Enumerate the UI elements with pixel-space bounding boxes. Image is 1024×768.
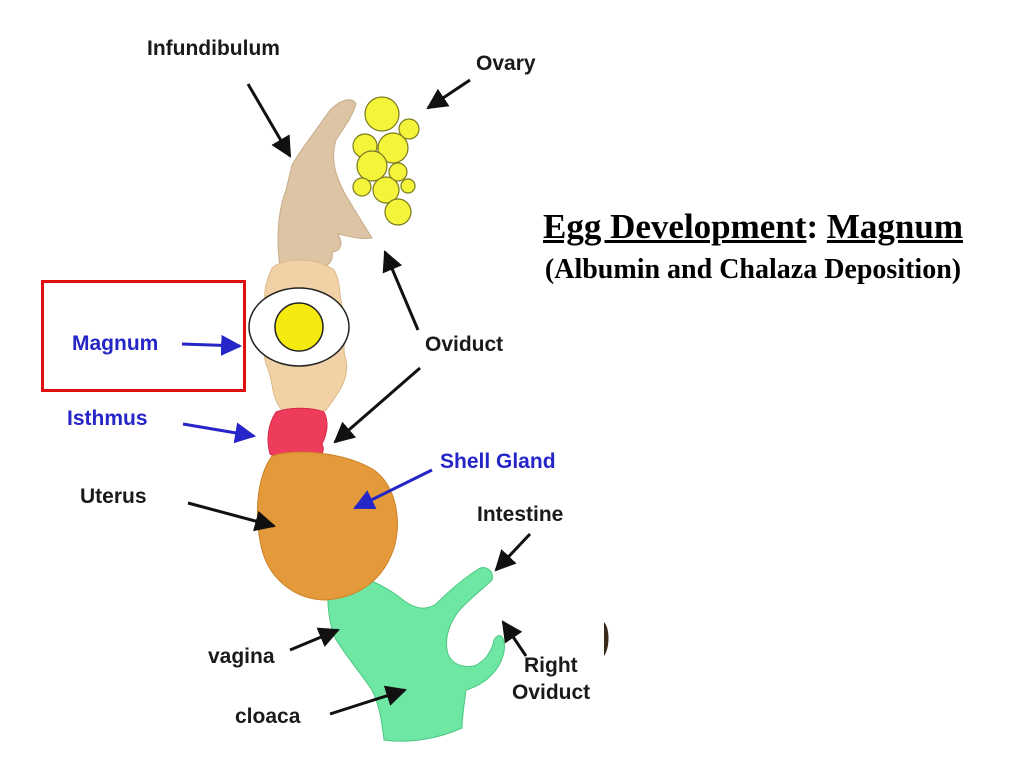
label-intestine: Intestine — [477, 503, 564, 526]
label-vagina: vagina — [208, 645, 275, 668]
arrow-isthmus — [182, 422, 257, 444]
label-arrows — [181, 78, 532, 716]
label-right-oviduct-line1: Right — [524, 654, 578, 677]
label-oviduct: Oviduct — [425, 333, 504, 356]
arrow-infundibulum — [246, 83, 292, 158]
title-egg-development: Egg Development — [543, 207, 807, 246]
arrow-uterus — [187, 501, 277, 532]
arrow-right-oviduct — [501, 620, 528, 657]
arrow-shell-gland — [353, 468, 433, 510]
edge-mark — [604, 622, 609, 656]
title-separator: : — [806, 207, 819, 246]
ovary-follicles — [352, 96, 420, 226]
slide-title: Egg Development: Magnum (Albumin and Cha… — [488, 205, 1018, 286]
label-right-oviduct-line2: Oviduct — [512, 681, 591, 704]
slide-subtitle: (Albumin and Chalaza Deposition) — [544, 253, 962, 285]
label-isthmus: Isthmus — [67, 407, 148, 430]
arrow-magnum — [181, 334, 243, 356]
arrow-ovary — [426, 78, 471, 110]
title-line: Egg Development: Magnum — [488, 205, 1018, 249]
label-infundibulum: Infundibulum — [147, 37, 280, 60]
arrow-cloaca — [329, 685, 408, 716]
egg-yolk — [274, 302, 324, 352]
uterus-shape — [256, 451, 398, 601]
arrow-intestine — [494, 532, 532, 572]
label-shell-gland: Shell Gland — [440, 450, 556, 473]
label-magnum: Magnum — [72, 332, 159, 355]
label-uterus: Uterus — [80, 485, 147, 508]
label-cloaca: cloaca — [235, 705, 301, 728]
arrow-vagina — [289, 627, 340, 652]
arrow-oviduct-lower — [333, 366, 421, 444]
magnum-highlight-box — [41, 280, 246, 392]
vagina-cloaca-shape — [327, 567, 505, 742]
arrow-oviduct-upper — [382, 250, 420, 331]
title-magnum: Magnum — [826, 207, 963, 246]
label-ovary: Ovary — [476, 52, 536, 75]
